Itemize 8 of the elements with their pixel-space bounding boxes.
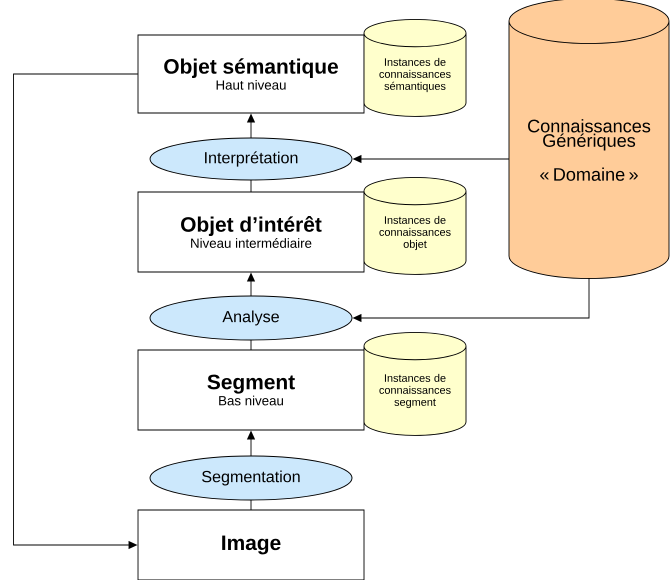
level-box: Objet d’intérêt Niveau intermédiaire — [138, 192, 364, 272]
knowledge-cylinder: Instances de connaissances sémantiques — [364, 19, 466, 117]
level-box: Objet sémantique Haut niveau — [138, 34, 364, 114]
level-box: Segment Bas niveau — [138, 350, 364, 430]
knowledge-cylinder: Instances de connaissances objet — [364, 177, 466, 275]
knowledge-cylinder: Connaissances Génériques « Domaine » — [508, 0, 670, 279]
knowledge-cylinder: Instances de connaissances segment — [364, 332, 466, 436]
level-box: Image — [138, 510, 364, 580]
